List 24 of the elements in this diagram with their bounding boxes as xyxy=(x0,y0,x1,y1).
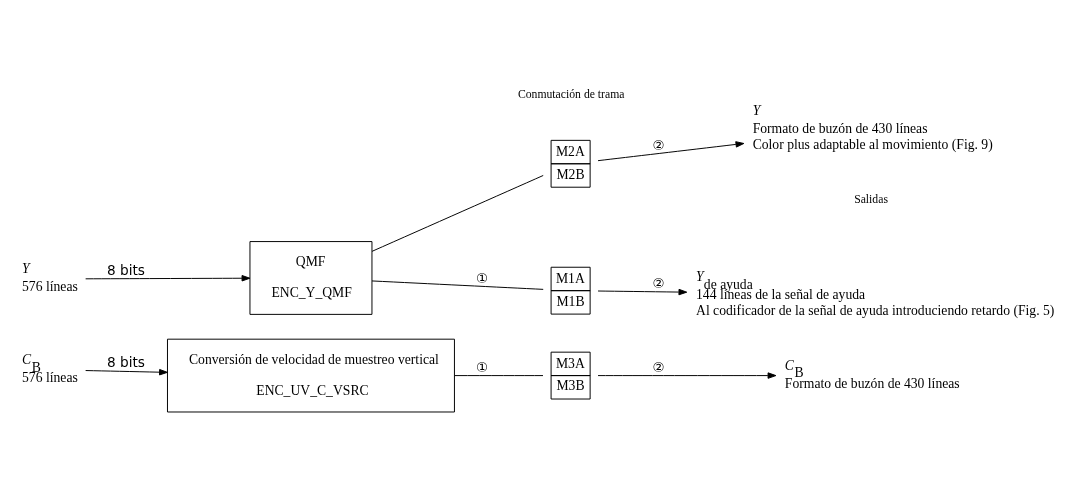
edge-label: 8 bits xyxy=(106,354,145,370)
arrow xyxy=(597,372,777,379)
node-label: Color plus adaptable al movimiento (Fig. 9) xyxy=(752,137,993,153)
arrow xyxy=(597,288,688,296)
arrow xyxy=(85,275,251,282)
edge-label: ① xyxy=(475,270,489,287)
label: Conmutación de trama xyxy=(517,87,625,101)
node-label: Al codificador de la señal de ayuda introduciendo retardo (Fig. 5) xyxy=(696,303,1055,319)
edge-label: ② xyxy=(652,274,665,291)
node-box: QMF ENC_Y_QMF xyxy=(249,241,373,315)
label: Salidas xyxy=(854,192,888,206)
node-label: Formato de buzón de 430 líneas xyxy=(752,120,928,136)
node-box: Conversión de velocidad de muestreo vertical ENC_UV_C_VSRC xyxy=(167,338,455,413)
arrow xyxy=(597,141,745,162)
edge-label: ② xyxy=(652,358,665,375)
edge-label: ① xyxy=(475,358,489,375)
node-text: Y xyxy=(752,103,761,119)
edge-label: ② xyxy=(652,137,665,154)
connector xyxy=(371,280,544,290)
arrow xyxy=(85,368,168,376)
edge-label: 8 bits xyxy=(106,262,145,279)
connector xyxy=(454,375,544,377)
connector xyxy=(371,175,544,252)
node-text: Y 576 líneas xyxy=(22,261,78,294)
